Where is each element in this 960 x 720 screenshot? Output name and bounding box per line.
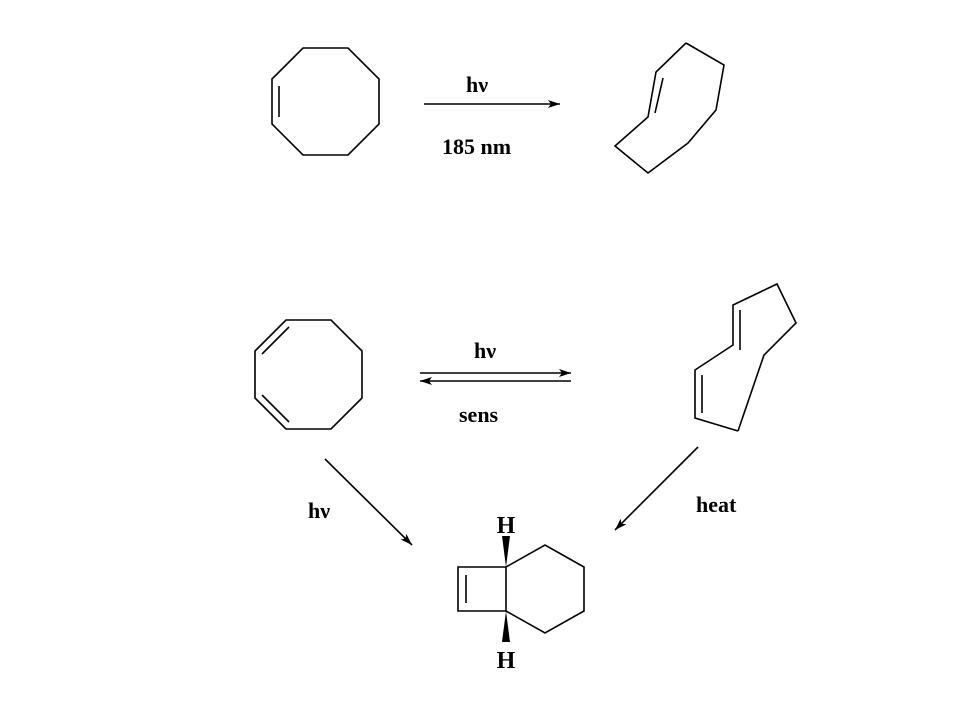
wedge-bond-bottom	[502, 611, 510, 642]
equilibrium-condition-above: hν	[474, 338, 496, 363]
hydrogen-bottom: H	[497, 648, 516, 674]
right-path-condition: heat	[696, 492, 737, 517]
top-condition-below: 185 nm	[442, 134, 511, 159]
trans-cyclooctene	[613, 42, 725, 175]
cis-cis-cyclooctadiene	[254, 319, 363, 430]
equilibrium-condition-below: sens	[459, 402, 499, 427]
top-condition-above: hν	[466, 72, 488, 97]
cis-cyclooctene	[271, 47, 380, 156]
bicyclooctene-product: H H	[457, 513, 585, 674]
left-path-arrow	[324, 458, 413, 546]
right-path-arrow	[614, 446, 699, 531]
hydrogen-top: H	[497, 513, 516, 539]
left-path-condition: hν	[308, 498, 330, 523]
wedge-bond-top	[502, 536, 510, 567]
cis-trans-cyclooctadiene	[694, 282, 797, 432]
